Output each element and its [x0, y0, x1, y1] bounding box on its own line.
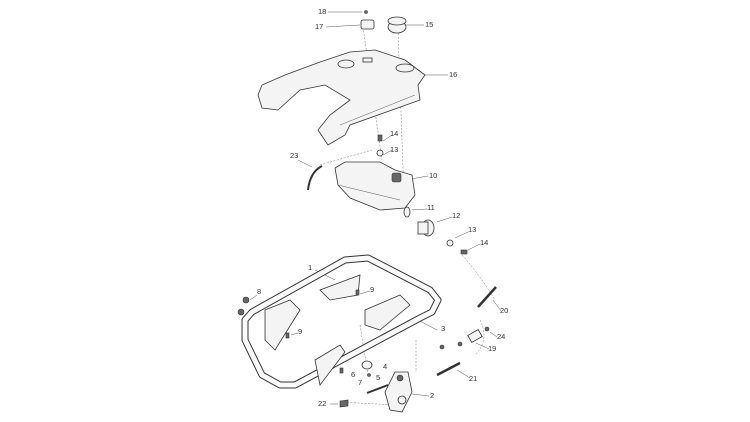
callout-6: 6: [351, 370, 356, 379]
part-21-sleeve: [436, 361, 461, 377]
callout-18: 18: [318, 7, 327, 16]
part-11-gasket: [403, 206, 411, 218]
callout-21: 21: [469, 374, 478, 383]
callout-13b: 13: [468, 225, 477, 234]
part-19-filter: [467, 328, 483, 344]
callout-9a: 9: [370, 285, 375, 294]
part-3-nut: [439, 344, 445, 350]
part-fitting: [457, 341, 463, 347]
part-24-clamp: [484, 326, 490, 332]
callout-23: 23: [290, 151, 299, 160]
part-8-bolt-b: [237, 308, 245, 316]
part-15-cap: [387, 16, 407, 34]
callout-12: 12: [452, 211, 461, 220]
callout-9b: 9: [298, 327, 303, 336]
part-17-clip: [360, 19, 375, 30]
part-13-washer-lower: [446, 239, 454, 247]
part-10-fuel-tank: [334, 161, 416, 211]
part-12-valve: [417, 219, 435, 237]
callout-11: 11: [427, 203, 435, 212]
part-2-throttle-assembly: [384, 371, 413, 413]
part-23-hose: [307, 165, 323, 191]
callout-14: 14: [390, 129, 399, 138]
part-8-bolt: [242, 296, 250, 304]
callout-14b: 14: [480, 238, 489, 247]
part-22-bolt: [339, 399, 349, 408]
part-16-cover: [257, 49, 426, 146]
callout-24: 24: [497, 332, 506, 341]
callout-4: 4: [383, 362, 388, 371]
callout-16: 16: [449, 70, 458, 79]
part-9-bolt-c: [339, 367, 344, 374]
part-6-clamp: [361, 360, 373, 370]
part-1-frame: [241, 254, 442, 389]
callout-13: 13: [390, 145, 399, 154]
part-9-bolt-a: [355, 289, 360, 296]
callout-22: 22: [318, 399, 327, 408]
part-9-bolt-b: [285, 332, 290, 339]
callout-19: 19: [488, 344, 497, 353]
callout-17: 17: [315, 22, 324, 31]
part-14-fitting-upper: [377, 134, 383, 142]
callout-15: 15: [425, 20, 434, 29]
callout-7: 7: [358, 378, 363, 387]
part-14-fitting-lower: [460, 249, 468, 255]
part-7-screw: [367, 373, 371, 377]
part-18-screw: [364, 10, 368, 14]
callout-5: 5: [376, 373, 381, 382]
part-20-sleeve: [477, 286, 497, 308]
callout-2: 2: [430, 391, 435, 400]
callout-20: 20: [500, 306, 509, 315]
callout-3: 3: [441, 324, 446, 333]
callout-10: 10: [429, 171, 438, 180]
callout-8: 8: [257, 287, 262, 296]
callout-1: 1: [308, 263, 313, 272]
part-5-rod: [366, 384, 389, 394]
part-13-washer-upper: [376, 149, 384, 157]
